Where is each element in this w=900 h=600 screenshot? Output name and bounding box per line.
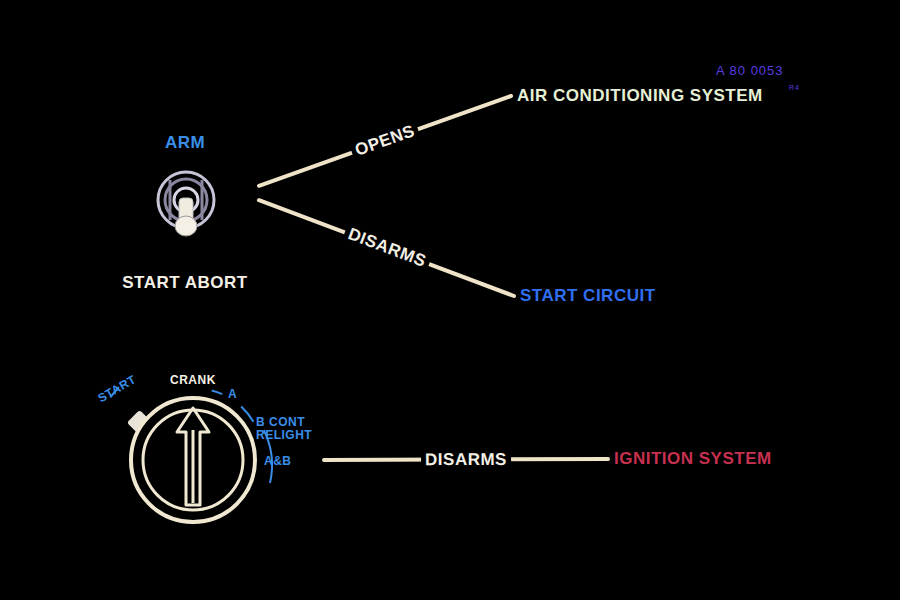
node-label: ARM	[165, 133, 205, 153]
node-label: START CIRCUIT	[520, 286, 656, 306]
system-label: AIR CONDITIONING SYSTEM	[515, 84, 765, 108]
system-label: START CIRCUIT	[518, 284, 658, 308]
reference-mark: R4	[789, 84, 800, 91]
connector-label: OPENS	[349, 120, 422, 162]
toggle-switch: ARM START ABORT	[115, 133, 255, 293]
rotary-selector-symbol	[127, 398, 255, 522]
selector-position: A&B	[264, 455, 292, 468]
selector-position: A	[228, 388, 237, 401]
node-label: START ABORT	[122, 273, 247, 293]
toggle-switch-symbol	[158, 172, 214, 236]
connector-line	[259, 200, 514, 296]
connector-label: DISARMS	[421, 449, 511, 469]
rotary-selector: START CRANK A B CONT RELIGHT A&B	[90, 372, 320, 532]
connector-line	[259, 96, 511, 186]
selector-position: CRANK	[170, 374, 216, 387]
selector-bracket	[110, 387, 272, 483]
connector-label: DISARMS	[341, 223, 432, 273]
node-label: IGNITION SYSTEM	[614, 449, 772, 469]
system-label: IGNITION SYSTEM	[612, 447, 774, 471]
selector-position: START	[96, 373, 139, 405]
node-label: AIR CONDITIONING SYSTEM	[517, 86, 763, 106]
selector-position: B CONT RELIGHT	[256, 416, 316, 442]
reference-number: A 80 0053	[716, 63, 784, 78]
